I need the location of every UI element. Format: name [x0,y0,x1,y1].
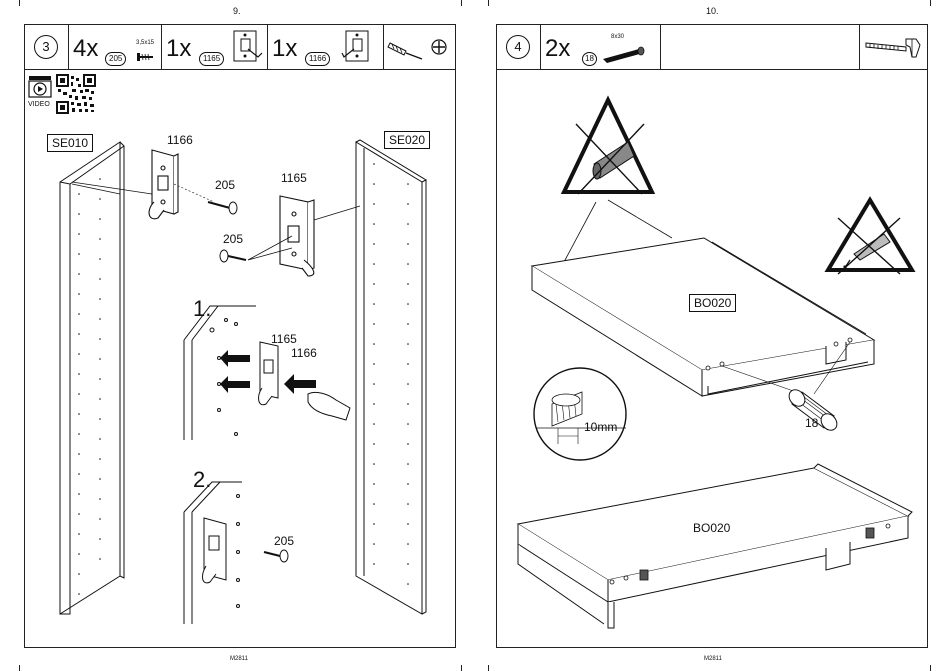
label-18: 18 [805,416,818,430]
hand-icon [308,392,350,420]
label-1165: 1165 [271,332,297,346]
label-1166: 1166 [291,346,317,360]
label-1165: 1165 [281,171,307,185]
footer-code: M2811 [704,656,722,662]
label-1166: 1166 [167,133,193,147]
crop-mark [930,665,931,671]
substep-1-drawing [184,306,278,440]
warning-no-dowel-icon [564,100,652,194]
hook-1166-drawing [149,150,178,219]
board-bo020-bottom [518,464,912,628]
warning-no-glue-icon [828,200,912,274]
label-205: 205 [223,232,243,246]
screw-205-drawing [264,550,288,562]
side-panel-se020 [356,140,426,614]
part-label-se010: SE010 [47,134,93,152]
crop-mark [19,665,20,671]
footer-code: M2811 [230,656,248,662]
substep-2-drawing [184,482,242,624]
side-panel-se010 [60,142,124,614]
screw-205-drawing [220,250,246,262]
dowel-depth-detail [534,368,626,460]
page-number-left: 9. [233,6,241,16]
label-205: 205 [215,178,235,192]
part-label-bo020: BO020 [689,294,736,312]
hook-1165-drawing [280,196,314,276]
crop-mark [19,0,20,6]
substep-1-label: 1. [193,296,211,322]
crop-mark [488,0,489,6]
part-label-bo020: BO020 [693,521,730,535]
label-205: 205 [274,534,294,548]
label-10mm: 10mm [584,420,617,434]
substep-2-label: 2. [193,467,211,493]
page-number-right: 10. [706,6,719,16]
screw-205-drawing [208,202,237,214]
crop-mark [488,665,489,671]
right-assembly-illustration [496,24,928,648]
left-assembly-illustration [24,24,456,648]
leader-line [174,184,214,202]
crop-mark [461,665,462,671]
crop-mark [930,0,931,6]
part-label-se020: SE020 [384,131,430,149]
leader-line [314,206,360,220]
crop-mark [461,0,462,6]
